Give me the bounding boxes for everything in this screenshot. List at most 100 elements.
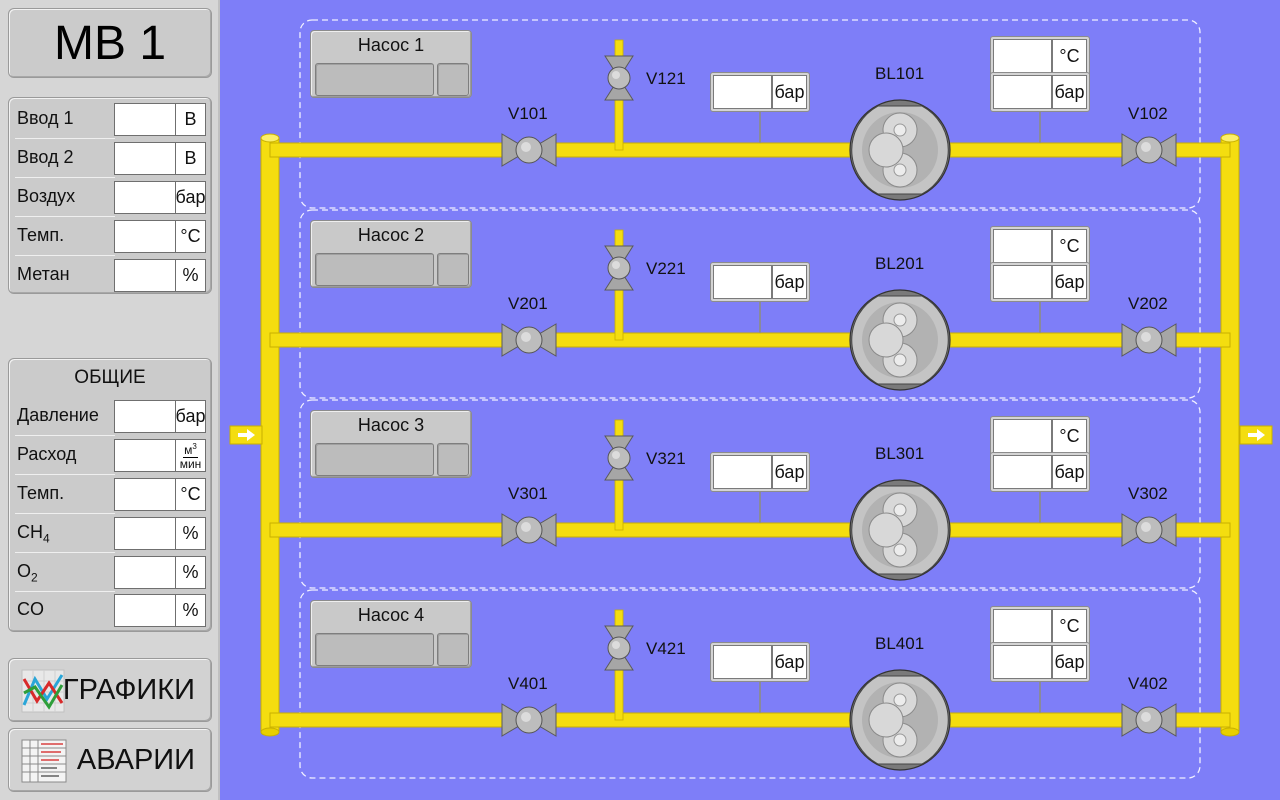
blower-icon[interactable] xyxy=(849,289,951,391)
blower-icon[interactable] xyxy=(849,669,951,771)
input-row: Темп. °C xyxy=(9,217,211,256)
outlet-temp-gauge: °C xyxy=(990,606,1090,646)
common-value xyxy=(114,478,176,511)
process-pipe xyxy=(269,332,1231,348)
outlet-valve-tag: V402 xyxy=(1128,674,1168,693)
outlet-temp-gauge: °C xyxy=(990,416,1090,456)
flow-unit-numerator: м3 xyxy=(183,442,198,458)
alarms-button[interactable]: АВАРИИ xyxy=(8,728,212,792)
inlet-valve-icon[interactable] xyxy=(501,513,557,547)
common-panel: ОБЩИЕ Давление бар Расход м3 мин Темп. °… xyxy=(8,358,212,632)
gauge-value xyxy=(713,645,772,679)
common-label: Темп. xyxy=(17,483,65,503)
row-divider xyxy=(15,552,115,553)
input-row: Ввод 2 В xyxy=(9,139,211,178)
blower-tag: BL201 xyxy=(875,254,925,273)
line-group-frame xyxy=(299,399,1201,589)
blower-tag: BL301 xyxy=(875,444,925,463)
pump-state-display xyxy=(315,633,434,666)
outlet-valve-icon[interactable] xyxy=(1121,323,1177,357)
outlet-valve-tag: V202 xyxy=(1128,294,1168,313)
input-unit: В xyxy=(175,103,206,136)
station-title: МВ 1 xyxy=(53,16,167,70)
branch-valve-tag: V421 xyxy=(646,639,686,658)
graphs-button-label: ГРАФИКИ xyxy=(62,674,195,706)
common-value xyxy=(114,556,176,589)
pump-indicator xyxy=(437,253,469,286)
common-value xyxy=(114,400,176,433)
input-row: Воздух бар xyxy=(9,178,211,217)
row-divider xyxy=(15,255,115,256)
outlet-pressure-gauge: бар xyxy=(990,642,1090,682)
outlet-valve-tag: V102 xyxy=(1128,104,1168,123)
row-divider xyxy=(15,177,115,178)
common-unit: °C xyxy=(175,478,206,511)
outlet-valve-icon[interactable] xyxy=(1121,513,1177,547)
input-label: Воздух xyxy=(17,186,76,206)
gauge-value xyxy=(993,419,1052,453)
row-divider xyxy=(15,513,115,514)
branch-valve-icon[interactable] xyxy=(604,625,634,671)
pump-indicator xyxy=(437,63,469,96)
alarm-table-icon xyxy=(21,739,67,783)
input-value xyxy=(114,220,176,253)
gauge-unit: °C xyxy=(1052,609,1087,643)
outlet-valve-tag: V302 xyxy=(1128,484,1168,503)
outlet-valve-icon[interactable] xyxy=(1121,133,1177,167)
inlet-valve-tag: V401 xyxy=(508,674,548,693)
inlet-valve-icon[interactable] xyxy=(501,133,557,167)
blower-icon[interactable] xyxy=(849,479,951,581)
pump-panel[interactable]: Насос 4 xyxy=(310,600,472,668)
branch-valve-tag: V321 xyxy=(646,449,686,468)
input-label: Ввод 2 xyxy=(17,147,74,167)
pump-title: Насос 2 xyxy=(357,225,425,245)
line-group-frame xyxy=(299,589,1201,779)
gauge-unit: °C xyxy=(1052,229,1087,263)
blower-icon[interactable] xyxy=(849,99,951,201)
pump-state-display xyxy=(315,443,434,476)
inlet-pressure-gauge: бар xyxy=(710,262,810,302)
pump-title: Насос 3 xyxy=(357,415,425,435)
pump-state-display xyxy=(315,253,434,286)
inlet-valve-icon[interactable] xyxy=(501,323,557,357)
pump-panel[interactable]: Насос 1 xyxy=(310,30,472,98)
pump-indicator xyxy=(437,633,469,666)
common-label: Расход xyxy=(17,444,77,464)
input-row: Ввод 1 В xyxy=(9,100,211,139)
gauge-value xyxy=(993,609,1052,643)
blower-tag: BL101 xyxy=(875,64,925,83)
gauge-value xyxy=(713,265,772,299)
input-value xyxy=(114,181,176,214)
gauge-value xyxy=(993,265,1052,299)
input-value xyxy=(114,259,176,292)
gauge-unit: °C xyxy=(1052,39,1087,73)
gauge-unit: °C xyxy=(1052,419,1087,453)
pump-panel[interactable]: Насос 3 xyxy=(310,410,472,478)
branch-valve-icon[interactable] xyxy=(604,435,634,481)
input-unit: °C xyxy=(175,220,206,253)
pump-indicator xyxy=(437,443,469,476)
outlet-valve-icon[interactable] xyxy=(1121,703,1177,737)
input-label: Ввод 1 xyxy=(17,108,74,128)
branch-valve-icon[interactable] xyxy=(604,55,634,101)
gauge-unit: бар xyxy=(772,455,807,489)
outlet-pressure-gauge: бар xyxy=(990,452,1090,492)
input-unit: бар xyxy=(175,181,206,214)
inlet-valve-icon[interactable] xyxy=(501,703,557,737)
flow-arrow-icon xyxy=(229,425,263,445)
pump-panel[interactable]: Насос 2 xyxy=(310,220,472,288)
graphs-button[interactable]: ГРАФИКИ xyxy=(8,658,212,722)
chart-icon xyxy=(21,669,65,713)
gauge-value xyxy=(993,75,1052,109)
inlet-valve-tag: V101 xyxy=(508,104,548,123)
gauge-unit: бар xyxy=(1052,265,1087,299)
common-row: CH4 % xyxy=(9,514,211,553)
branch-valve-icon[interactable] xyxy=(604,245,634,291)
pipeline-diagram xyxy=(229,19,1273,779)
pump-state-display xyxy=(315,63,434,96)
alarms-button-label: АВАРИИ xyxy=(76,744,195,776)
common-unit: бар xyxy=(175,400,206,433)
input-label: Темп. xyxy=(17,225,65,245)
common-value xyxy=(114,594,176,627)
gauge-value xyxy=(993,455,1052,489)
